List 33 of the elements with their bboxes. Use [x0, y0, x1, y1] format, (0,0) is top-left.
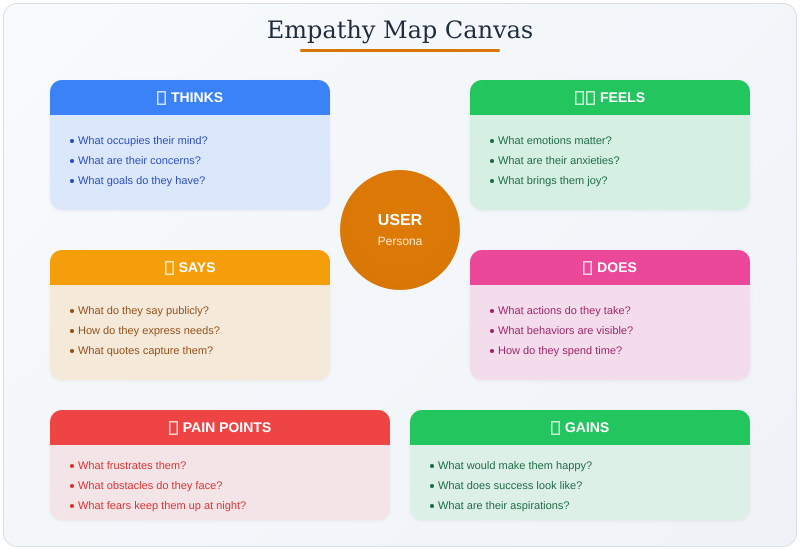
card-title: DOES: [597, 259, 637, 276]
prompt-question: What are their anxieties?: [498, 154, 620, 168]
prompt-question: What behaviors are visible?: [498, 324, 634, 338]
prompt-question: What do they say publicly?: [78, 304, 209, 318]
prompt-question: What goals do they have?: [78, 174, 206, 188]
quadrant-card: [410, 410, 750, 520]
prompt-question: What actions do they take?: [498, 304, 631, 318]
prompt-question: What would make them happy?: [438, 459, 592, 473]
quadrant-card: [50, 250, 330, 380]
card-title: GAINS: [564, 419, 610, 436]
card-title: FEELS: [600, 89, 646, 106]
card-title: THINKS: [170, 89, 224, 106]
prompt-question: What does success look like?: [438, 479, 582, 493]
persona-label: USER: [378, 211, 422, 230]
prompt-question: What obstacles do they face?: [78, 479, 222, 493]
prompt-question: What quotes capture them?: [78, 344, 214, 358]
diagram-title: Empathy Map Canvas: [266, 15, 534, 46]
prompt-question: What fears keep them up at night?: [78, 499, 246, 513]
prompt-question: What occupies their mind?: [78, 134, 208, 148]
quadrant-card: [50, 410, 390, 520]
prompt-question: What emotions matter?: [498, 134, 612, 148]
quadrant-card: [470, 250, 750, 380]
prompt-question: How do they spend time?: [498, 344, 622, 358]
prompt-question: What brings them joy?: [498, 174, 608, 188]
prompt-question: What are their aspirations?: [438, 499, 570, 513]
prompt-question: How do they express needs?: [78, 324, 220, 338]
quadrant-card: [50, 80, 330, 210]
prompt-question: What are their concerns?: [78, 154, 201, 168]
persona-sublabel: Persona: [378, 234, 422, 249]
card-title: SAYS: [178, 259, 216, 276]
prompt-question: What frustrates them?: [78, 459, 186, 473]
card-title: PAIN POINTS: [182, 419, 272, 436]
quadrant-card: [470, 80, 750, 210]
